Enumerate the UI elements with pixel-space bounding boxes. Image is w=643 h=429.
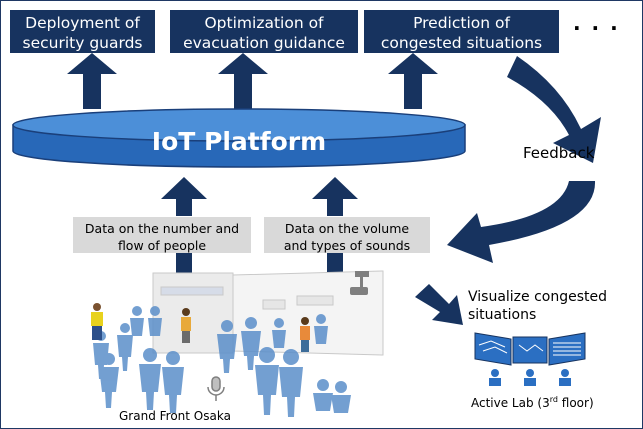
- data-box-people-flow: Data on the number and flow of people: [73, 217, 251, 253]
- up-arrow-data-1: [161, 177, 207, 216]
- box-line: Optimization of: [204, 14, 324, 32]
- person-5: [99, 353, 119, 408]
- up-arrow-2: [218, 53, 268, 109]
- box-line: Prediction of: [413, 14, 510, 32]
- crowd: [93, 306, 351, 417]
- box-deployment-security-guards: Deployment of security guards: [10, 10, 155, 53]
- visualize-line: Visualize congested: [468, 289, 608, 305]
- camera-icon: [350, 271, 369, 295]
- feedback-label: Feedback: [523, 144, 595, 162]
- ellipsis: · · ·: [573, 16, 620, 40]
- active-lab-sup: rd: [549, 395, 558, 404]
- person-6: [217, 320, 237, 373]
- microphone-icon: [207, 376, 225, 401]
- person-8: [255, 347, 279, 415]
- person-7: [241, 317, 261, 370]
- box-line: congested situations: [380, 34, 543, 52]
- up-arrow-1: [67, 53, 117, 109]
- box-line: Deployment of: [25, 14, 140, 32]
- active-lab-screens: [474, 332, 586, 386]
- person-2: [117, 323, 133, 371]
- visualize-line: situations: [468, 307, 537, 323]
- box-line: security guards: [22, 34, 143, 52]
- data-line: flow of people: [117, 238, 207, 253]
- up-arrow-3: [388, 53, 438, 109]
- active-lab-prefix: Active Lab (3: [471, 396, 550, 410]
- up-arrow-data-2: [312, 177, 358, 216]
- data-box-sounds: Data on the volume and types of sounds: [264, 217, 430, 253]
- visualize-arrow: [415, 284, 463, 325]
- person-10: [313, 379, 333, 411]
- person-14: [272, 318, 286, 348]
- arrow-stem-1: [176, 251, 192, 273]
- box-prediction-congestion: Prediction of congested situations: [364, 10, 559, 53]
- active-lab-suffix: floor): [557, 396, 594, 410]
- location-label: Grand Front Osaka: [119, 409, 231, 423]
- active-lab-label: Active Lab (3rd floor): [471, 391, 594, 412]
- person-12: [130, 306, 144, 336]
- platform-title: IoT Platform: [151, 127, 327, 156]
- data-line: Data on the number and: [84, 221, 240, 236]
- person-15: [314, 314, 328, 344]
- person-3: [139, 348, 161, 410]
- feedback-arrow-bottom: [447, 181, 596, 263]
- shoppers: [91, 303, 310, 352]
- person-11: [331, 381, 351, 413]
- arrow-stem-2: [327, 251, 343, 273]
- feedback-arrow-top: [507, 56, 601, 163]
- platform-cylinder-top: [12, 108, 466, 142]
- person-13: [148, 306, 162, 336]
- data-line: and types of sounds: [283, 238, 411, 253]
- person-9: [279, 349, 303, 417]
- box-optimization-evacuation: Optimization of evacuation guidance: [170, 10, 358, 53]
- storefront: [152, 270, 384, 356]
- person-4: [162, 351, 184, 413]
- data-line: Data on the volume: [284, 221, 410, 236]
- box-line: evacuation guidance: [183, 34, 345, 52]
- visualize-label: Visualize congested situations: [468, 288, 607, 324]
